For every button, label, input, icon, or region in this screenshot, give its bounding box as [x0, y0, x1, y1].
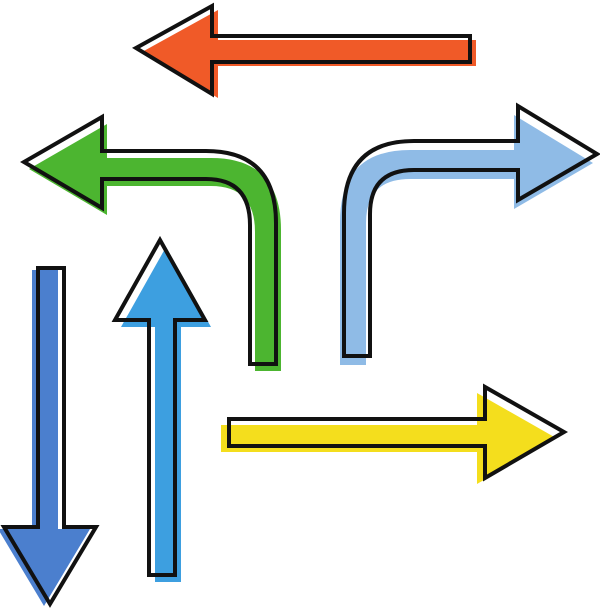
arrow-up-outline [111, 235, 209, 577]
arrow-right-outline [227, 383, 569, 482]
arrow-turn-left-outline [20, 113, 278, 366]
arrow-left-outline [132, 2, 472, 98]
arrow-turn-left-fill [29, 124, 281, 371]
arrow-down-outline [0, 266, 100, 608]
arrow-turn-left-icon [20, 113, 281, 371]
arrow-right-fill [221, 393, 556, 484]
arrow-down-icon [0, 266, 100, 608]
arrow-up-fill [121, 247, 211, 582]
arrow-turn-right-icon [340, 102, 600, 365]
arrow-right-icon [221, 383, 569, 484]
arrow-down-fill [0, 270, 90, 606]
arrow-turn-right-outline [342, 102, 600, 358]
arrow-left-fill [142, 10, 476, 98]
arrow-up-icon [111, 235, 211, 582]
arrow-turn-right-fill [340, 115, 593, 365]
arrow-left-icon [132, 2, 476, 98]
